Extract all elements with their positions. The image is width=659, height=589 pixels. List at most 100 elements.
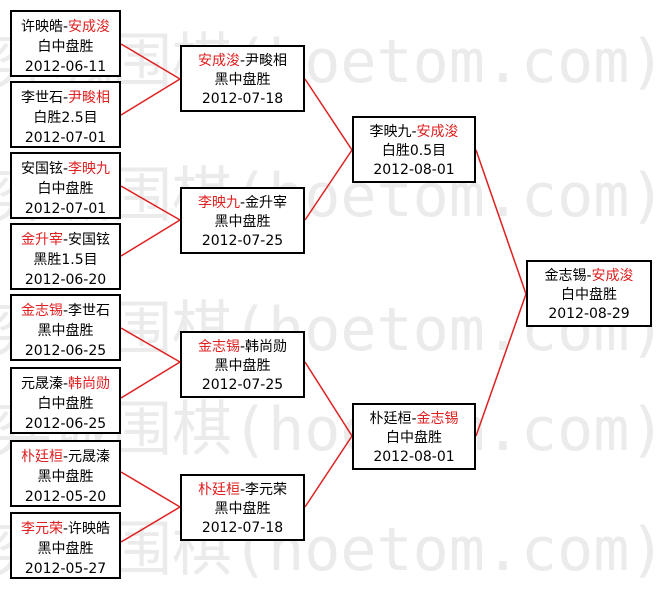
match-result: 黑中盘胜 <box>214 501 271 517</box>
connector-line <box>120 43 181 80</box>
match-date: 2012-06-25 <box>24 416 107 432</box>
match-result: 黑中盘胜 <box>37 541 94 557</box>
match-r1-8: 李元荣-许映皓 黑中盘胜 2012-05-27 <box>10 512 121 579</box>
match-players: 金志锡-李世石 <box>20 303 111 319</box>
match-date: 2012-07-01 <box>24 201 107 217</box>
match-r2-2: 李映九-金升宰 黑中盘胜 2012-07-25 <box>180 187 305 254</box>
player-1: 朴廷桓 <box>20 449 63 465</box>
player-1: 李世石 <box>20 90 63 106</box>
match-result: 白中盘胜 <box>386 430 442 446</box>
player-2: 金升宰 <box>245 195 288 211</box>
player-1: 李元荣 <box>20 521 63 537</box>
match-players: 李元荣-许映皓 <box>20 521 111 537</box>
match-r1-5: 金志锡-李世石 黑中盘胜 2012-06-25 <box>10 294 121 361</box>
match-date: 2012-07-25 <box>201 377 284 393</box>
player-2: 安成浚 <box>68 19 111 35</box>
match-players: 金升宰-安国铉 <box>20 232 111 248</box>
match-players: 元晟溱-韩尚勋 <box>20 376 111 392</box>
match-r1-3: 安国铉-李映九 白中盘胜 2012-07-01 <box>10 152 121 219</box>
match-result: 白胜0.5目 <box>381 143 447 159</box>
match-date: 2012-08-01 <box>373 449 455 465</box>
match-date: 2012-08-01 <box>373 162 455 178</box>
match-players: 金志锡-韩尚勋 <box>197 339 288 355</box>
player-2: 尹畯相 <box>68 90 111 106</box>
match-players: 朴廷桓-金志锡 <box>369 411 459 427</box>
match-players: 许映皓-安成浚 <box>20 19 111 35</box>
match-r2-3: 金志锡-韩尚勋 黑中盘胜 2012-07-25 <box>180 331 305 398</box>
player-2: 金志锡 <box>416 411 459 427</box>
match-result: 白中盘胜 <box>37 39 94 55</box>
connector-line <box>475 149 527 295</box>
connector-line <box>304 149 353 221</box>
match-players: 朴廷桓-李元荣 <box>197 482 288 498</box>
connector-line <box>120 361 181 399</box>
match-date: 2012-05-20 <box>24 489 107 505</box>
match-result: 黑中盘胜 <box>214 72 271 88</box>
match-result: 黑中盘胜 <box>214 358 271 374</box>
match-players: 金志锡-安成浚 <box>544 268 634 284</box>
match-date: 2012-06-25 <box>24 343 107 359</box>
player-2: 安成浚 <box>416 124 459 140</box>
player-2: 尹畯相 <box>245 53 288 69</box>
match-result: 黑中盘胜 <box>37 323 94 339</box>
connector-line <box>120 327 181 363</box>
match-players: 李映九-金升宰 <box>197 195 288 211</box>
match-date: 2012-07-18 <box>201 91 284 107</box>
player-1: 朴廷桓 <box>197 482 240 498</box>
connector-line <box>475 293 527 437</box>
connector-line <box>304 361 353 437</box>
match-r1-1: 许映皓-安成浚 白中盘胜 2012-06-11 <box>10 10 121 77</box>
connector-line <box>120 471 181 508</box>
player-2: 韩尚勋 <box>245 339 288 355</box>
match-result: 黑中盘胜 <box>214 214 271 230</box>
match-players: 李世石-尹畯相 <box>20 90 111 106</box>
match-date: 2012-05-27 <box>24 561 107 577</box>
player-1: 安国铉 <box>20 161 63 177</box>
player-2: 李元荣 <box>245 482 288 498</box>
player-1: 许映皓 <box>20 19 63 35</box>
match-r2-1: 安成浚-尹畯相 黑中盘胜 2012-07-18 <box>180 45 305 112</box>
player-2: 许映皓 <box>68 521 111 537</box>
player-2: 李映九 <box>68 161 111 177</box>
player-1: 李映九 <box>197 195 240 211</box>
match-r2-4: 朴廷桓-李元荣 黑中盘胜 2012-07-18 <box>180 474 305 541</box>
match-result: 白中盘胜 <box>37 396 94 412</box>
match-date: 2012-07-18 <box>201 520 284 536</box>
match-r1-4: 金升宰-安国铉 黑胜1.5目 2012-06-20 <box>10 223 121 290</box>
match-final: 金志锡-安成浚 白中盘胜 2012-08-29 <box>526 260 652 327</box>
connector-line <box>120 185 181 221</box>
player-2: 元晟溱 <box>68 449 111 465</box>
player-1: 元晟溱 <box>20 376 63 392</box>
match-result: 白中盘胜 <box>561 287 617 303</box>
match-r1-6: 元晟溱-韩尚勋 白中盘胜 2012-06-25 <box>10 367 121 434</box>
match-r1-7: 朴廷桓-元晟溱 黑中盘胜 2012-05-20 <box>10 440 121 507</box>
match-date: 2012-07-25 <box>201 233 284 249</box>
connector-line <box>304 78 353 151</box>
match-result: 白中盘胜 <box>37 181 94 197</box>
player-2: 安国铉 <box>68 232 111 248</box>
player-2: 李世石 <box>68 303 111 319</box>
player-1: 金志锡 <box>20 303 63 319</box>
match-date: 2012-06-11 <box>24 59 107 75</box>
match-r3-2: 朴廷桓-金志锡 白中盘胜 2012-08-01 <box>352 403 476 470</box>
player-1: 金志锡 <box>544 268 587 284</box>
match-date: 2012-06-20 <box>24 272 107 288</box>
match-result: 黑中盘胜 <box>37 469 94 485</box>
player-2: 韩尚勋 <box>68 376 111 392</box>
connector-line <box>120 78 181 116</box>
connector-line <box>304 435 353 508</box>
player-2: 安成浚 <box>591 268 634 284</box>
player-1: 安成浚 <box>197 53 240 69</box>
player-1: 金升宰 <box>20 232 63 248</box>
connector-line <box>120 219 181 257</box>
connector-line <box>120 506 181 543</box>
player-1: 金志锡 <box>197 339 240 355</box>
match-players: 李映九-安成浚 <box>369 124 459 140</box>
match-result: 白胜2.5目 <box>33 110 98 126</box>
match-r3-1: 李映九-安成浚 白胜0.5目 2012-08-01 <box>352 116 476 183</box>
match-players: 安国铉-李映九 <box>20 161 111 177</box>
match-players: 安成浚-尹畯相 <box>197 53 288 69</box>
player-1: 李映九 <box>369 124 412 140</box>
match-date: 2012-07-01 <box>24 130 107 146</box>
